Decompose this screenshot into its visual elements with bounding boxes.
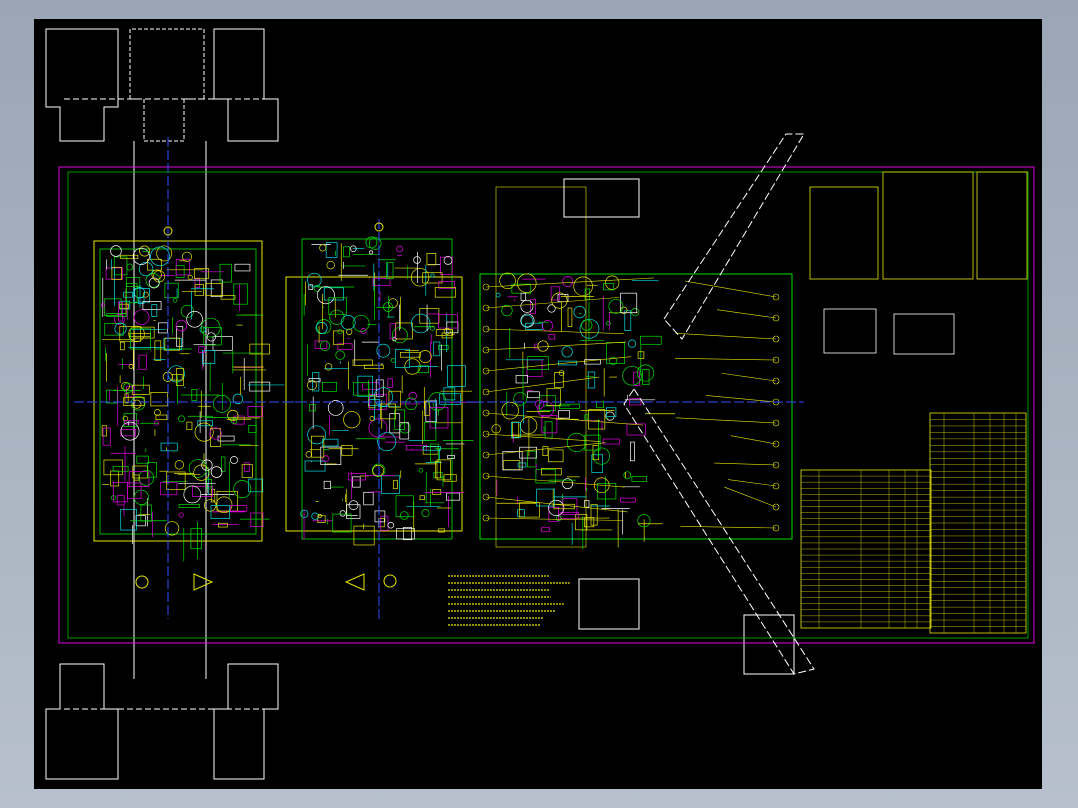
bottom-fixture-outline: [45, 614, 795, 780]
cad-drawing-viewport[interactable]: [34, 19, 1042, 789]
middle-plan-view: [284, 219, 482, 619]
bom-table-right: [929, 412, 1027, 634]
section-view: [474, 178, 804, 630]
sheet-border: [58, 166, 1035, 644]
diagonal-slide: [623, 133, 815, 675]
cad-drawing-canvas[interactable]: [34, 19, 1042, 789]
left-plan-view: [74, 137, 299, 619]
bom-table-left: [800, 469, 932, 629]
detail-views: [809, 171, 1028, 355]
notes-block: [448, 575, 570, 626]
top-fixture-outline: [45, 28, 279, 679]
